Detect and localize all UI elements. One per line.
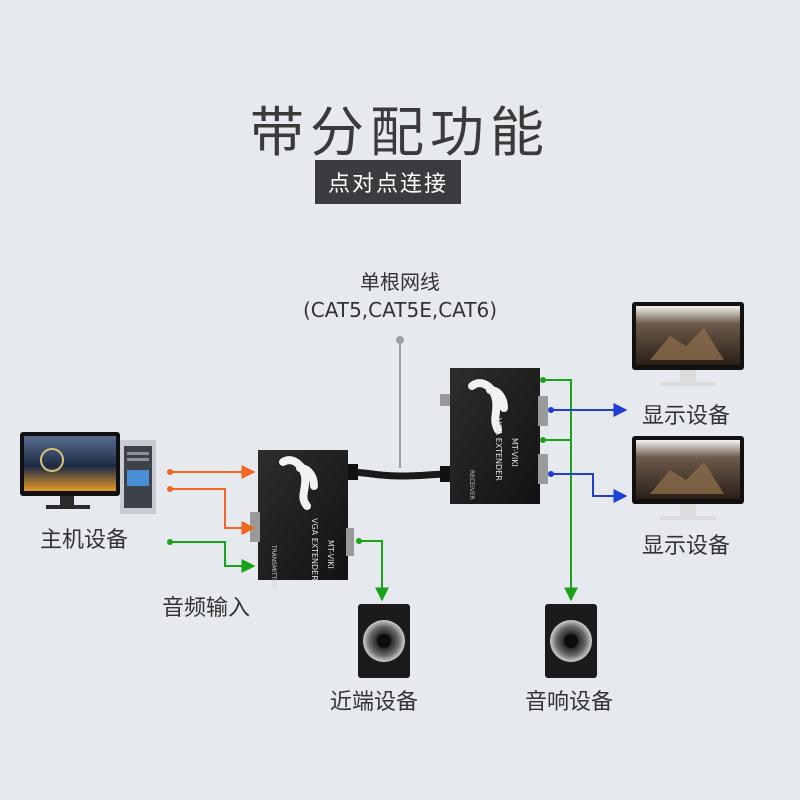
cable-label: 单根网线 [360,270,440,294]
display-1-label: 显示设备 [642,404,731,429]
near-speaker-icon [358,604,410,678]
transmitter-brand: MT-VIKI [326,540,335,569]
transmitter-device: VGA EXTENDER MT-VIKI TRANSMITTER [250,450,354,587]
receiver-brand: MT-VIKI [510,438,519,467]
display-2-label: 显示设备 [642,534,731,559]
transmitter-model: VGA EXTENDER [310,518,319,581]
cable-types-label: (CAT5,CAT5E,CAT6) [302,298,498,322]
video-input-lines [167,465,256,535]
near-speaker-label: 近端设备 [330,690,419,715]
page-title: 带分配功能 [250,101,550,164]
receiver-model: VGA EXTENDER [494,418,503,481]
subtitle-badge: 点对点连接 [315,160,461,204]
transmitter-tag: TRANSMITTER [270,544,277,587]
far-speaker-icon [545,604,597,678]
audio-input-label: 音频输入 [162,596,251,621]
video-output-lines [548,403,628,503]
display-2-icon [632,436,744,520]
receiver-tag: RECEIVER [468,470,475,500]
host-computer-icon [20,432,156,514]
near-audio-line [356,538,389,602]
audio-input-line [167,539,256,573]
far-audio-lines [540,377,578,602]
receiver-device: VGA EXTENDER MT-VIKI RECEIVER [440,368,548,504]
display-1-icon [632,302,744,386]
host-label: 主机设备 [40,528,129,553]
cable-pointer [396,336,404,468]
far-speaker-label: 音响设备 [525,690,614,715]
